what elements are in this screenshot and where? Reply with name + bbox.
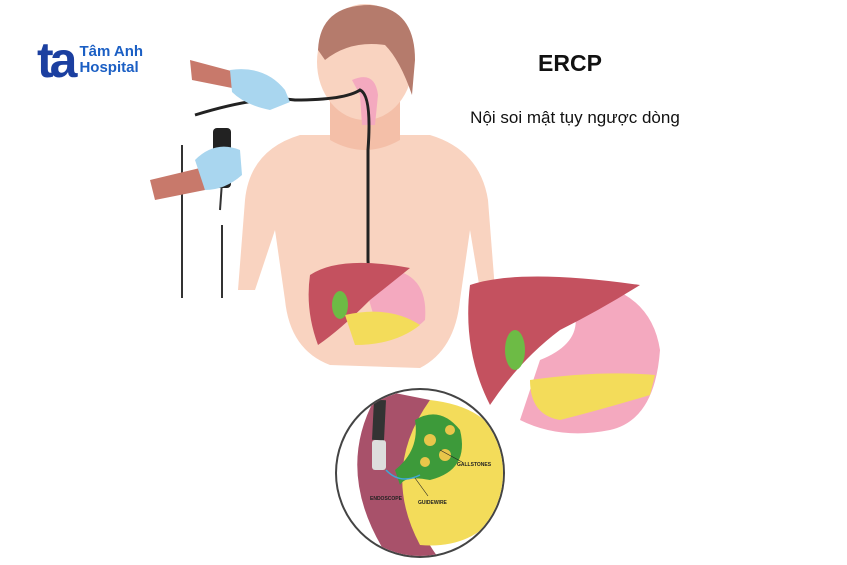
logo-mark: ta <box>37 32 78 88</box>
page-subtitle: Nội soi mật tụy ngược dòng <box>470 108 680 127</box>
logo-line1: Tâm Anh <box>79 43 144 60</box>
hospital-logo: ta Tâm Anh Hospital <box>37 32 144 88</box>
endoscope-tip <box>372 440 386 470</box>
bile-duct <box>395 414 462 485</box>
upper-arm <box>190 60 235 88</box>
upper-glove <box>230 69 290 110</box>
label-gallstones: GALLSTONES <box>457 462 492 468</box>
pancreas-small <box>345 311 420 345</box>
lower-glove <box>195 146 242 190</box>
hair <box>318 5 415 95</box>
lower-arm <box>150 168 205 200</box>
liver-small <box>308 262 410 345</box>
gallbladder-large <box>505 330 525 370</box>
pancreas-large <box>530 373 655 420</box>
logo-line2: Hospital <box>79 59 139 76</box>
page-title: ERCP <box>538 50 602 76</box>
gallbladder-small <box>332 291 348 319</box>
label-endoscope: ENDOSCOPE <box>370 496 403 502</box>
label-guidewire: GUIDEWIRE <box>418 500 448 506</box>
guidewire <box>385 469 421 480</box>
throat-pink <box>352 77 378 125</box>
liver-large <box>468 276 640 405</box>
